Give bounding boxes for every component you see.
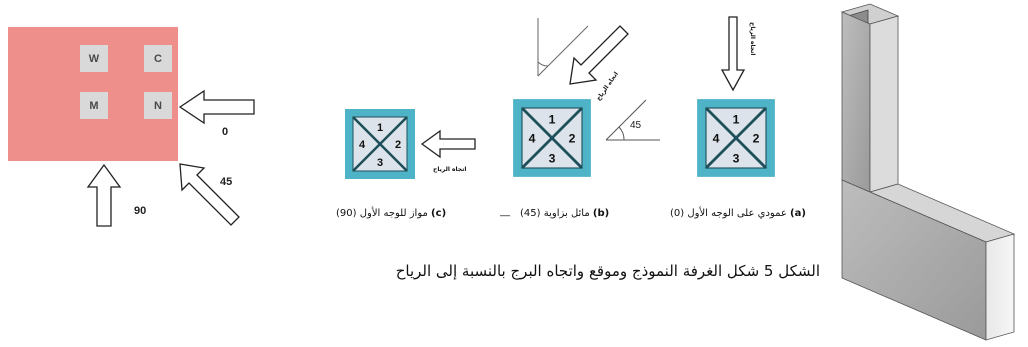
wind-arrow-c-icon — [420, 129, 476, 159]
tower-c-face-3: 3 — [377, 157, 383, 169]
cell-m: M — [80, 92, 108, 119]
caption-separator: __ — [500, 206, 510, 217]
tower-a-plan: 1 2 3 4 — [696, 98, 776, 178]
tower-b-face-4: 4 — [529, 131, 536, 145]
tower-b-caption-letter: (b) — [592, 208, 610, 219]
tower-a-face-4: 4 — [713, 131, 720, 145]
arrow-label-90: 90 — [134, 205, 147, 217]
tower-c-caption-letter: (c) — [431, 208, 447, 219]
tower-b-angle-label: 45 — [630, 120, 642, 131]
wind-arrow-b-icon — [569, 25, 629, 85]
angle-reference-icon — [537, 18, 589, 77]
tower-b-caption-text: مائل بزاوية (45) — [520, 208, 590, 219]
tower-b-face-3: 3 — [549, 151, 556, 165]
tower-c-face-2: 2 — [395, 139, 401, 151]
tower-a-face-3: 3 — [733, 151, 740, 165]
tower-a-caption: (a) عمودي على الوجه الأول (0) — [670, 208, 806, 219]
wind-arrow-45-icon — [179, 163, 240, 226]
tower-c-plan: 1 2 3 4 — [344, 108, 416, 180]
tower-c-caption: (c) مواز للوجه الأول (90) — [336, 208, 446, 219]
cell-n: N — [144, 92, 172, 119]
tower-b-plan: 1 2 3 4 — [512, 98, 592, 178]
tower-c-caption-text: مواز للوجه الأول (90) — [336, 208, 428, 219]
room-model-3d-illustration — [840, 3, 1016, 341]
cell-c: C — [144, 45, 172, 72]
wind-arrow-a-icon — [720, 16, 746, 92]
tower-a-caption-text: عمودي على الوجه الأول (0) — [670, 208, 787, 219]
tower-a-face-2: 2 — [753, 131, 760, 145]
tower-b-face-1: 1 — [549, 113, 556, 127]
angle-45-marker-icon — [605, 99, 660, 141]
tower-a-wind-label: اتجاه الرياح — [749, 22, 756, 56]
tower-a-face-1: 1 — [733, 113, 740, 127]
tower-a-caption-letter: (a) — [790, 208, 806, 219]
tower-c-face-1: 1 — [377, 122, 383, 134]
tower-c-wind-label: اتجاه الرياح — [433, 166, 467, 173]
tower-b-face-2: 2 — [569, 131, 576, 145]
arrow-label-0: 0 — [222, 126, 229, 138]
figure-caption: الشكل 5 شكل الغرفة النموذج وموقع واتجاه … — [395, 262, 820, 280]
tower-c-face-4: 4 — [359, 139, 366, 151]
cell-w: W — [80, 45, 108, 72]
wind-arrow-0-icon — [178, 89, 255, 125]
arrow-label-45: 45 — [220, 176, 233, 188]
wind-arrow-90-icon — [86, 163, 122, 227]
tower-b-caption: (b) مائل بزاوية (45) — [520, 208, 609, 219]
